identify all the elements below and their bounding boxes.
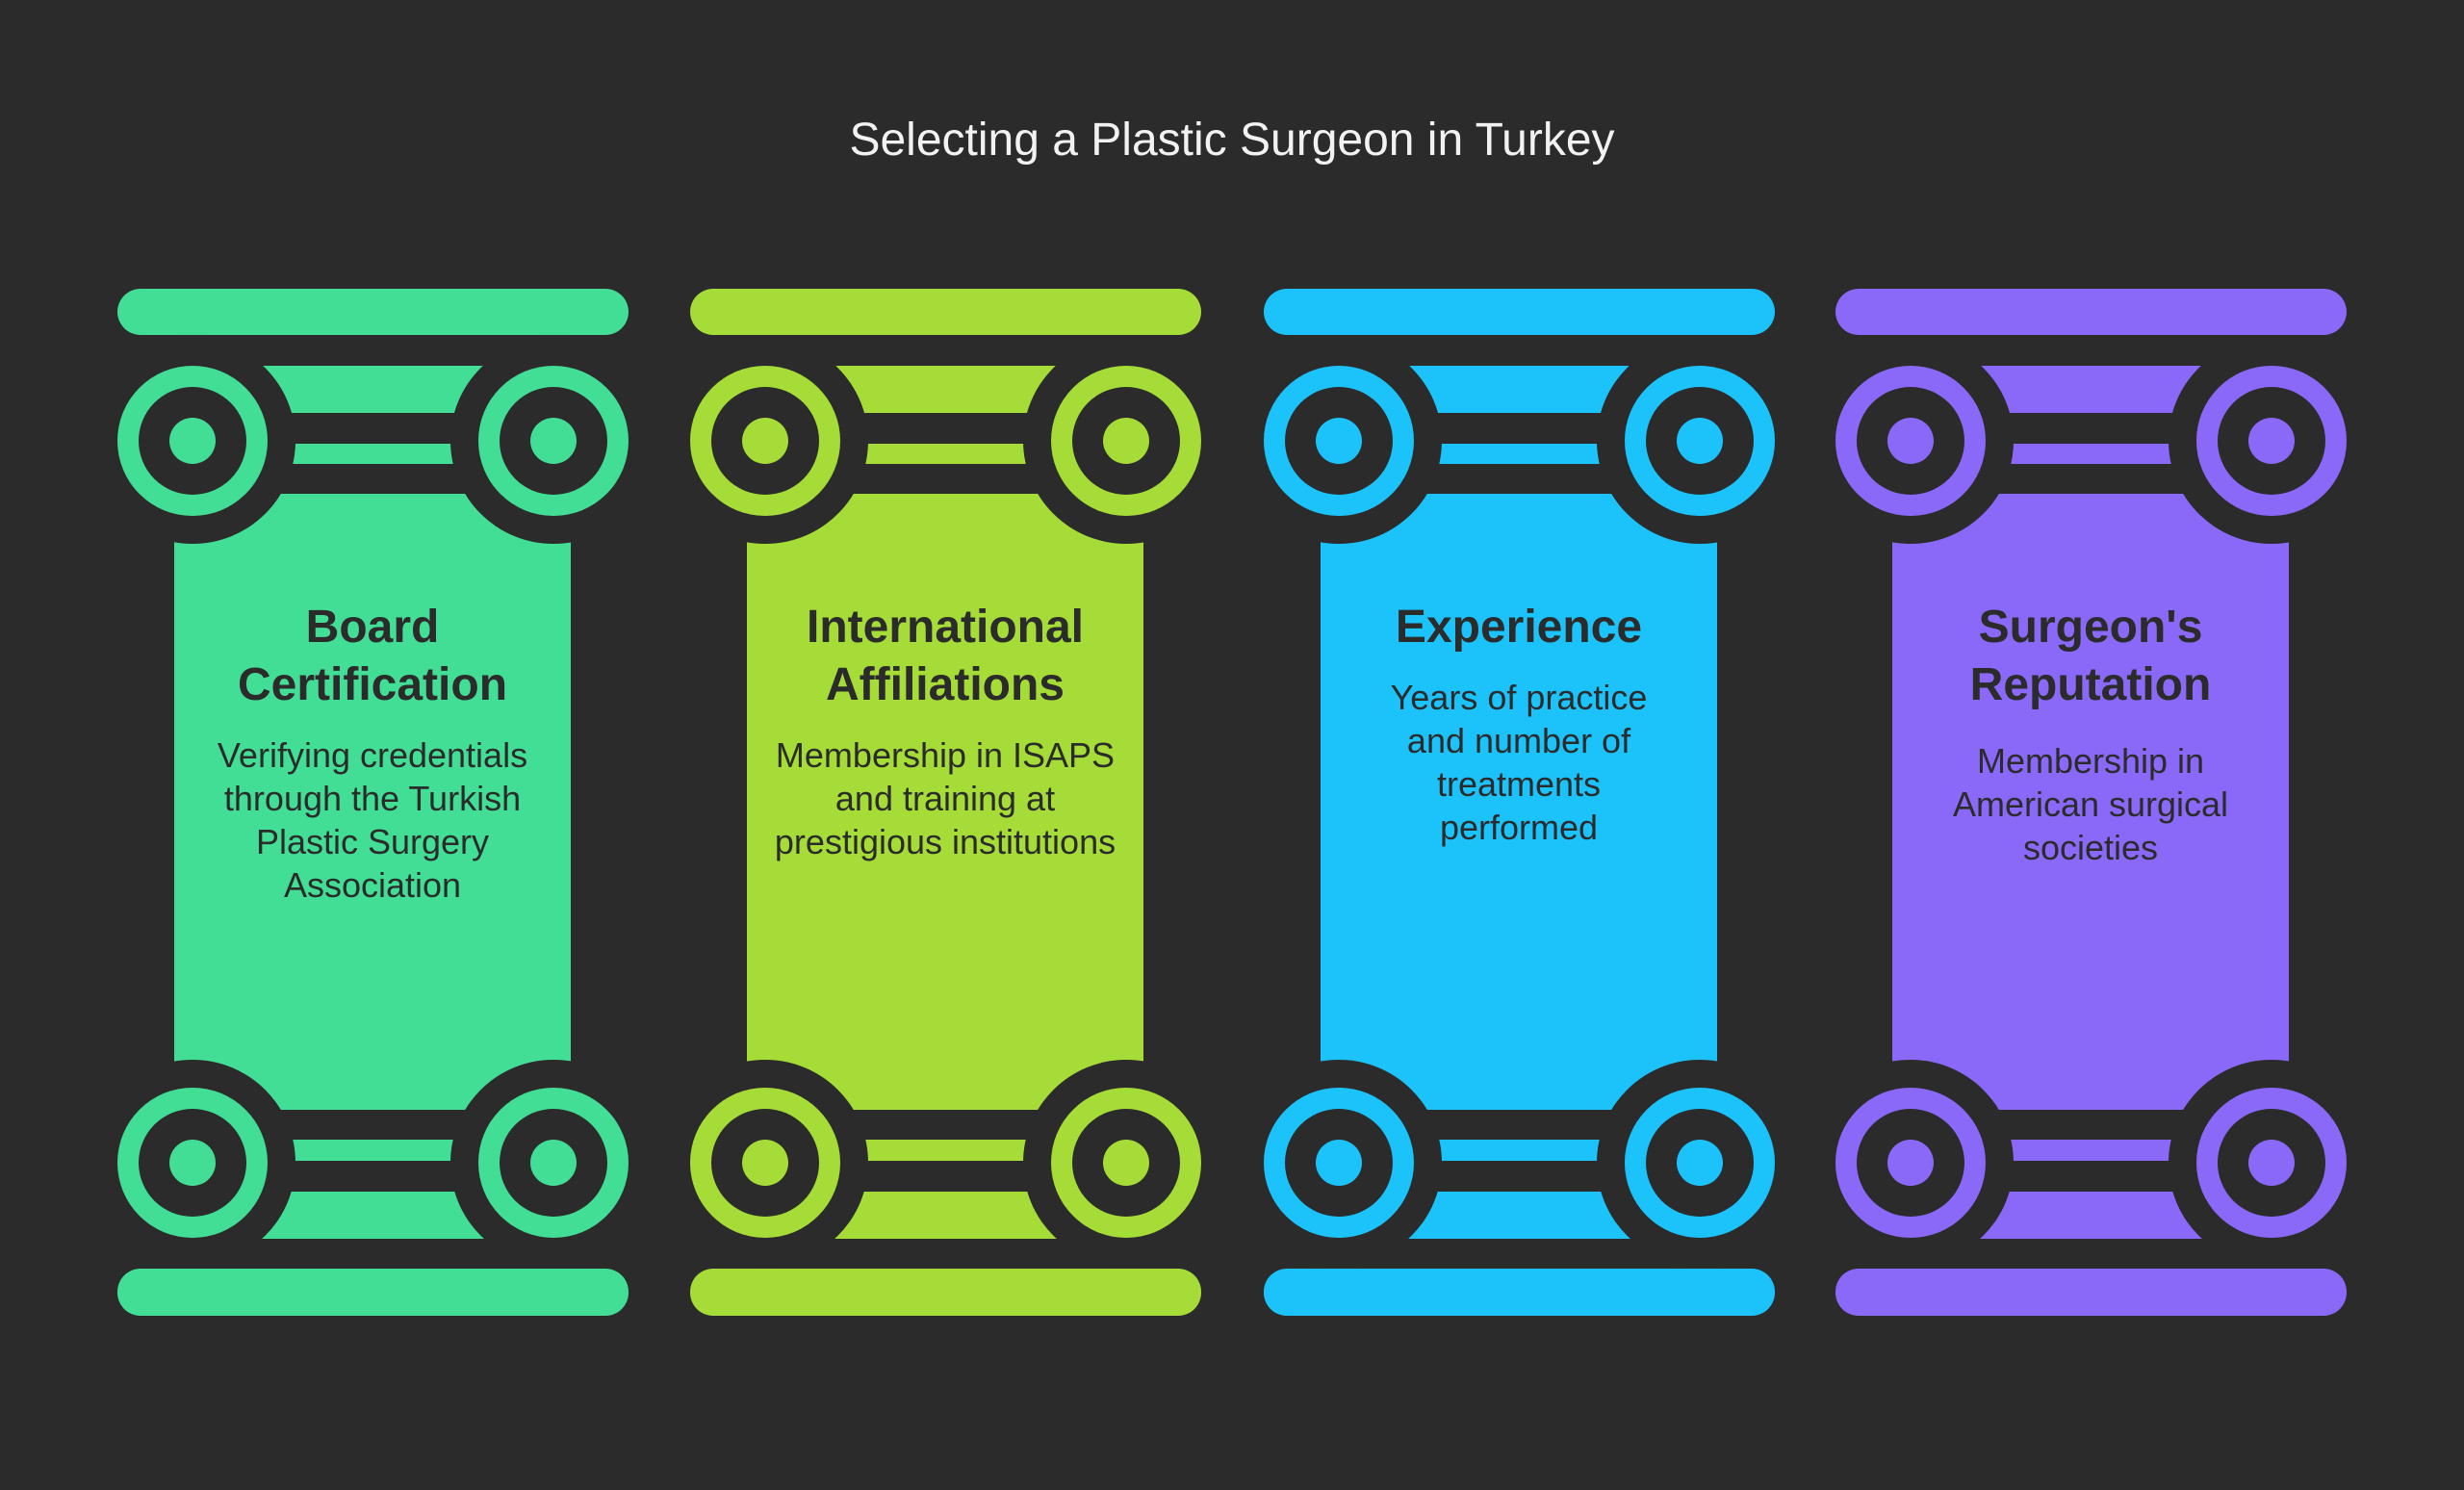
pillar-heading: Experience [1395, 602, 1643, 653]
pillar-shaft [1892, 494, 2289, 1110]
pillar-description: Membership in ISAPS and training at pres… [774, 735, 1116, 861]
pillar-heading: International Affiliations [806, 602, 1085, 710]
pillar-base-bar [690, 1269, 1201, 1316]
pillar-top-bar [690, 289, 1201, 335]
pillar-top-bar [117, 289, 629, 335]
volute-eye [2248, 1140, 2295, 1186]
pillar [1236, 289, 1803, 1316]
volute-eye [169, 1140, 216, 1186]
pillar-text-international-affiliations: International Affiliations Membership in… [753, 599, 1138, 863]
volute-eye [1316, 1140, 1362, 1186]
pillar-description: Membership in American surgical societie… [1952, 741, 2229, 867]
volute-eye [1103, 1140, 1149, 1186]
pillar-base-bar [1835, 1269, 2347, 1316]
pillar-top-bar [1835, 289, 2347, 335]
pillar-description: Years of practice and number of treatmen… [1390, 678, 1648, 847]
volute-eye [1677, 1140, 1723, 1186]
diagram-title: Selecting a Plastic Surgeon in Turkey [849, 115, 1615, 166]
pillar-text-board-certification: Board Certification Verifying credential… [180, 599, 565, 907]
pillar-text-experience: Experience Years of practice and number … [1326, 599, 1711, 849]
pillar-description: Verifying credentials through the Turkis… [217, 735, 528, 905]
pillar-shaft [747, 494, 1143, 1110]
volute-eye [1103, 418, 1149, 464]
pillar-shaft [174, 494, 571, 1110]
pillar [1808, 289, 2374, 1316]
volute-eye [1316, 418, 1362, 464]
pillar-base-bar [117, 1269, 629, 1316]
volute-eye [742, 418, 788, 464]
pillar [90, 289, 656, 1316]
volute-eye [1677, 418, 1723, 464]
pillar [662, 289, 1229, 1316]
pillar-top-bar [1264, 289, 1775, 335]
pillar-base-bar [1264, 1269, 1775, 1316]
volute-eye [169, 418, 216, 464]
pillar-text-surgeons-reputation: Surgeon's Reputation Membership in Ameri… [1898, 599, 2283, 869]
volute-eye [530, 418, 577, 464]
volute-eye [1887, 1140, 1934, 1186]
volute-eye [530, 1140, 577, 1186]
volute-eye [742, 1140, 788, 1186]
pillar-heading: Surgeon's Reputation [1969, 602, 2212, 710]
volute-eye [1887, 418, 1934, 464]
volute-eye [2248, 418, 2295, 464]
pillar-heading: Board Certification [237, 602, 508, 710]
pillar-shaft [1321, 494, 1717, 1110]
